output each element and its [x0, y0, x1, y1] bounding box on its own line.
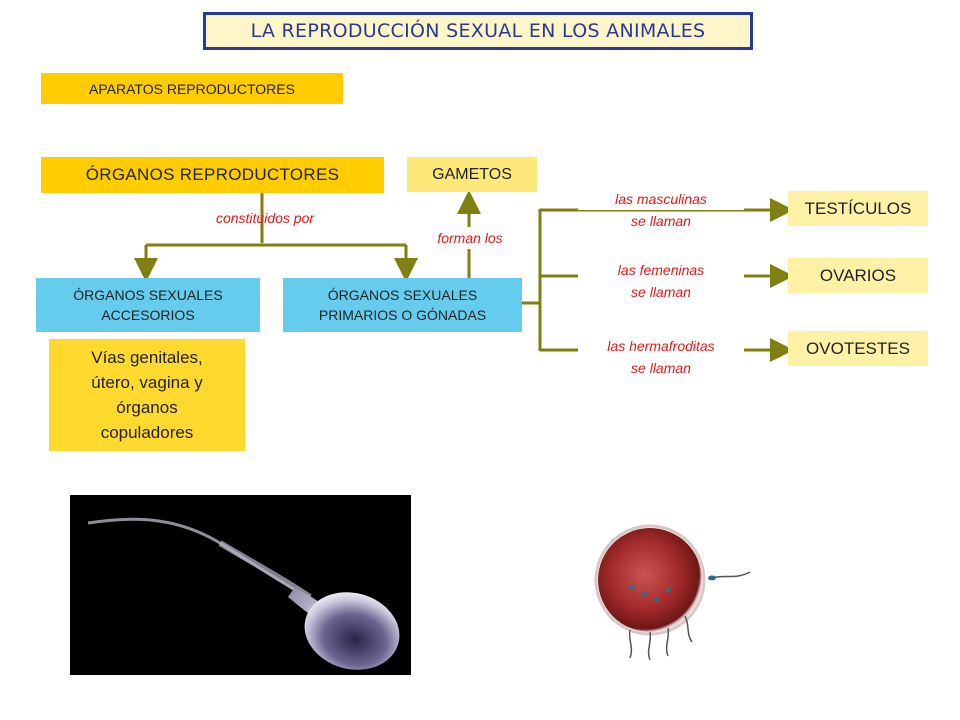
gametos-box: GAMETOS	[407, 157, 537, 192]
organos-primarios-line-2: PRIMARIOS O GÓNADAS	[318, 307, 487, 323]
vias-genitales-box: Vías genitales, útero, vagina y órganos …	[49, 339, 245, 451]
constituidos-por-label: constituidos por	[215, 210, 315, 226]
ovarios-box: OVARIOS	[788, 258, 928, 293]
vias-line-1: Vías genitales,	[91, 348, 203, 367]
organos-accesorios-line-2: ACCESORIOS	[101, 307, 195, 323]
aparatos-reproductores-box: APARATOS REPRODUCTORES	[41, 73, 343, 104]
femeninas-line-2: se llaman	[631, 284, 691, 300]
vias-line-4: copuladores	[100, 423, 194, 442]
testiculos-box: TESTÍCULOS	[788, 191, 928, 226]
egg-cell-image	[594, 524, 751, 661]
masculinas-label: las masculinas se llaman	[578, 188, 744, 232]
organos-primarios-box: ÓRGANOS SEXUALES PRIMARIOS O GÓNADAS	[283, 278, 522, 332]
hermafroditas-label: las hermafroditas se llaman	[578, 335, 744, 379]
organos-accesorios-box: ÓRGANOS SEXUALES ACCESORIOS	[36, 278, 260, 332]
femeninas-label: las femeninas se llaman	[578, 259, 744, 303]
organos-primarios-line-1: ÓRGANOS SEXUALES	[327, 287, 478, 303]
forman-los-label: forman los	[415, 227, 525, 249]
hermafroditas-line-2: se llaman	[631, 360, 691, 376]
vias-line-3: órganos	[116, 398, 178, 417]
vias-line-2: útero, vagina y	[91, 373, 203, 392]
masculinas-line-2: se llaman	[631, 213, 691, 229]
ovotestes-box: OVOTESTES	[788, 331, 928, 366]
page-title: LA REPRODUCCIÓN SEXUAL EN LOS ANIMALES	[203, 12, 753, 50]
sperm-cell-image	[70, 495, 411, 675]
hermafroditas-line-1: las hermafroditas	[578, 335, 744, 357]
femeninas-line-1: las femeninas	[578, 259, 744, 281]
organos-accesorios-line-1: ÓRGANOS SEXUALES	[73, 287, 223, 303]
organos-reproductores-box: ÓRGANOS REPRODUCTORES	[41, 157, 384, 193]
masculinas-line-1: las masculinas	[578, 188, 744, 210]
